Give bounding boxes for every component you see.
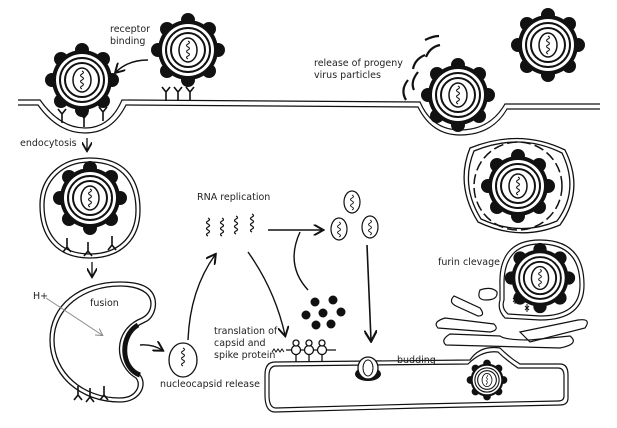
new-nucleocapsids — [330, 190, 379, 241]
label-translation: translation of capsid and spike protein — [214, 326, 277, 362]
virion-secretory-outer — [473, 141, 563, 231]
arrow-to-replication — [187, 255, 215, 341]
furin-enzymes — [512, 296, 530, 312]
nucleocapsid — [168, 342, 198, 378]
arrow-to-budding — [367, 244, 371, 340]
budding-virion — [355, 356, 381, 381]
label-rna-replication: RNA replication — [197, 192, 271, 203]
virion-in-er — [466, 359, 508, 401]
receptors-fusion — [73, 385, 109, 403]
label-translation-line2: capsid and — [214, 338, 266, 349]
label-endocytosis: endocytosis — [20, 138, 77, 149]
virion-secretory — [480, 148, 556, 224]
release-motion-lines — [402, 34, 441, 101]
label-furin: furin clevage — [438, 257, 500, 268]
spike-proteins — [271, 339, 336, 363]
arrow-proteins-up — [293, 231, 309, 291]
arrow-to-translation — [247, 251, 285, 335]
label-nucleocapsid-release: nucleocapsid release — [160, 379, 260, 390]
label-receptor-binding-line2: binding — [110, 36, 146, 47]
label-release-line2: virus particles — [314, 70, 381, 81]
label-release: release of progeny virus particles — [314, 58, 403, 82]
plasma-membrane — [18, 99, 600, 136]
capsid-proteins — [301, 295, 346, 330]
virion-endosome — [52, 160, 128, 236]
secretory-vesicle — [463, 137, 575, 234]
label-receptor-binding-line1: receptor — [110, 24, 151, 35]
golgi-stacks — [435, 287, 588, 349]
label-translation-line1: translation of — [214, 326, 278, 337]
arrow-h-plus — [45, 297, 102, 335]
rna-strands — [205, 213, 255, 237]
arrow-nucleocapsid — [139, 345, 162, 350]
arrow-receptor-binding — [116, 59, 149, 72]
label-budding: budding — [397, 355, 436, 366]
label-release-line1: release of progeny — [314, 58, 403, 69]
virion-budding-out — [420, 57, 496, 133]
label-receptor-binding: receptor binding — [110, 24, 150, 48]
virion-incoming — [150, 12, 226, 88]
fusion-vesicle — [49, 281, 157, 403]
virion-released — [510, 7, 586, 83]
endoplasmic-reticulum — [264, 346, 569, 413]
fusion-envelope — [122, 322, 142, 378]
label-translation-line3: spike protein — [214, 350, 276, 361]
golgi-vesicle — [498, 239, 585, 321]
virion-binding — [44, 42, 120, 118]
label-h-plus: H+ — [33, 291, 49, 302]
label-fusion: fusion — [90, 298, 119, 309]
receptors-endosome — [62, 235, 117, 257]
